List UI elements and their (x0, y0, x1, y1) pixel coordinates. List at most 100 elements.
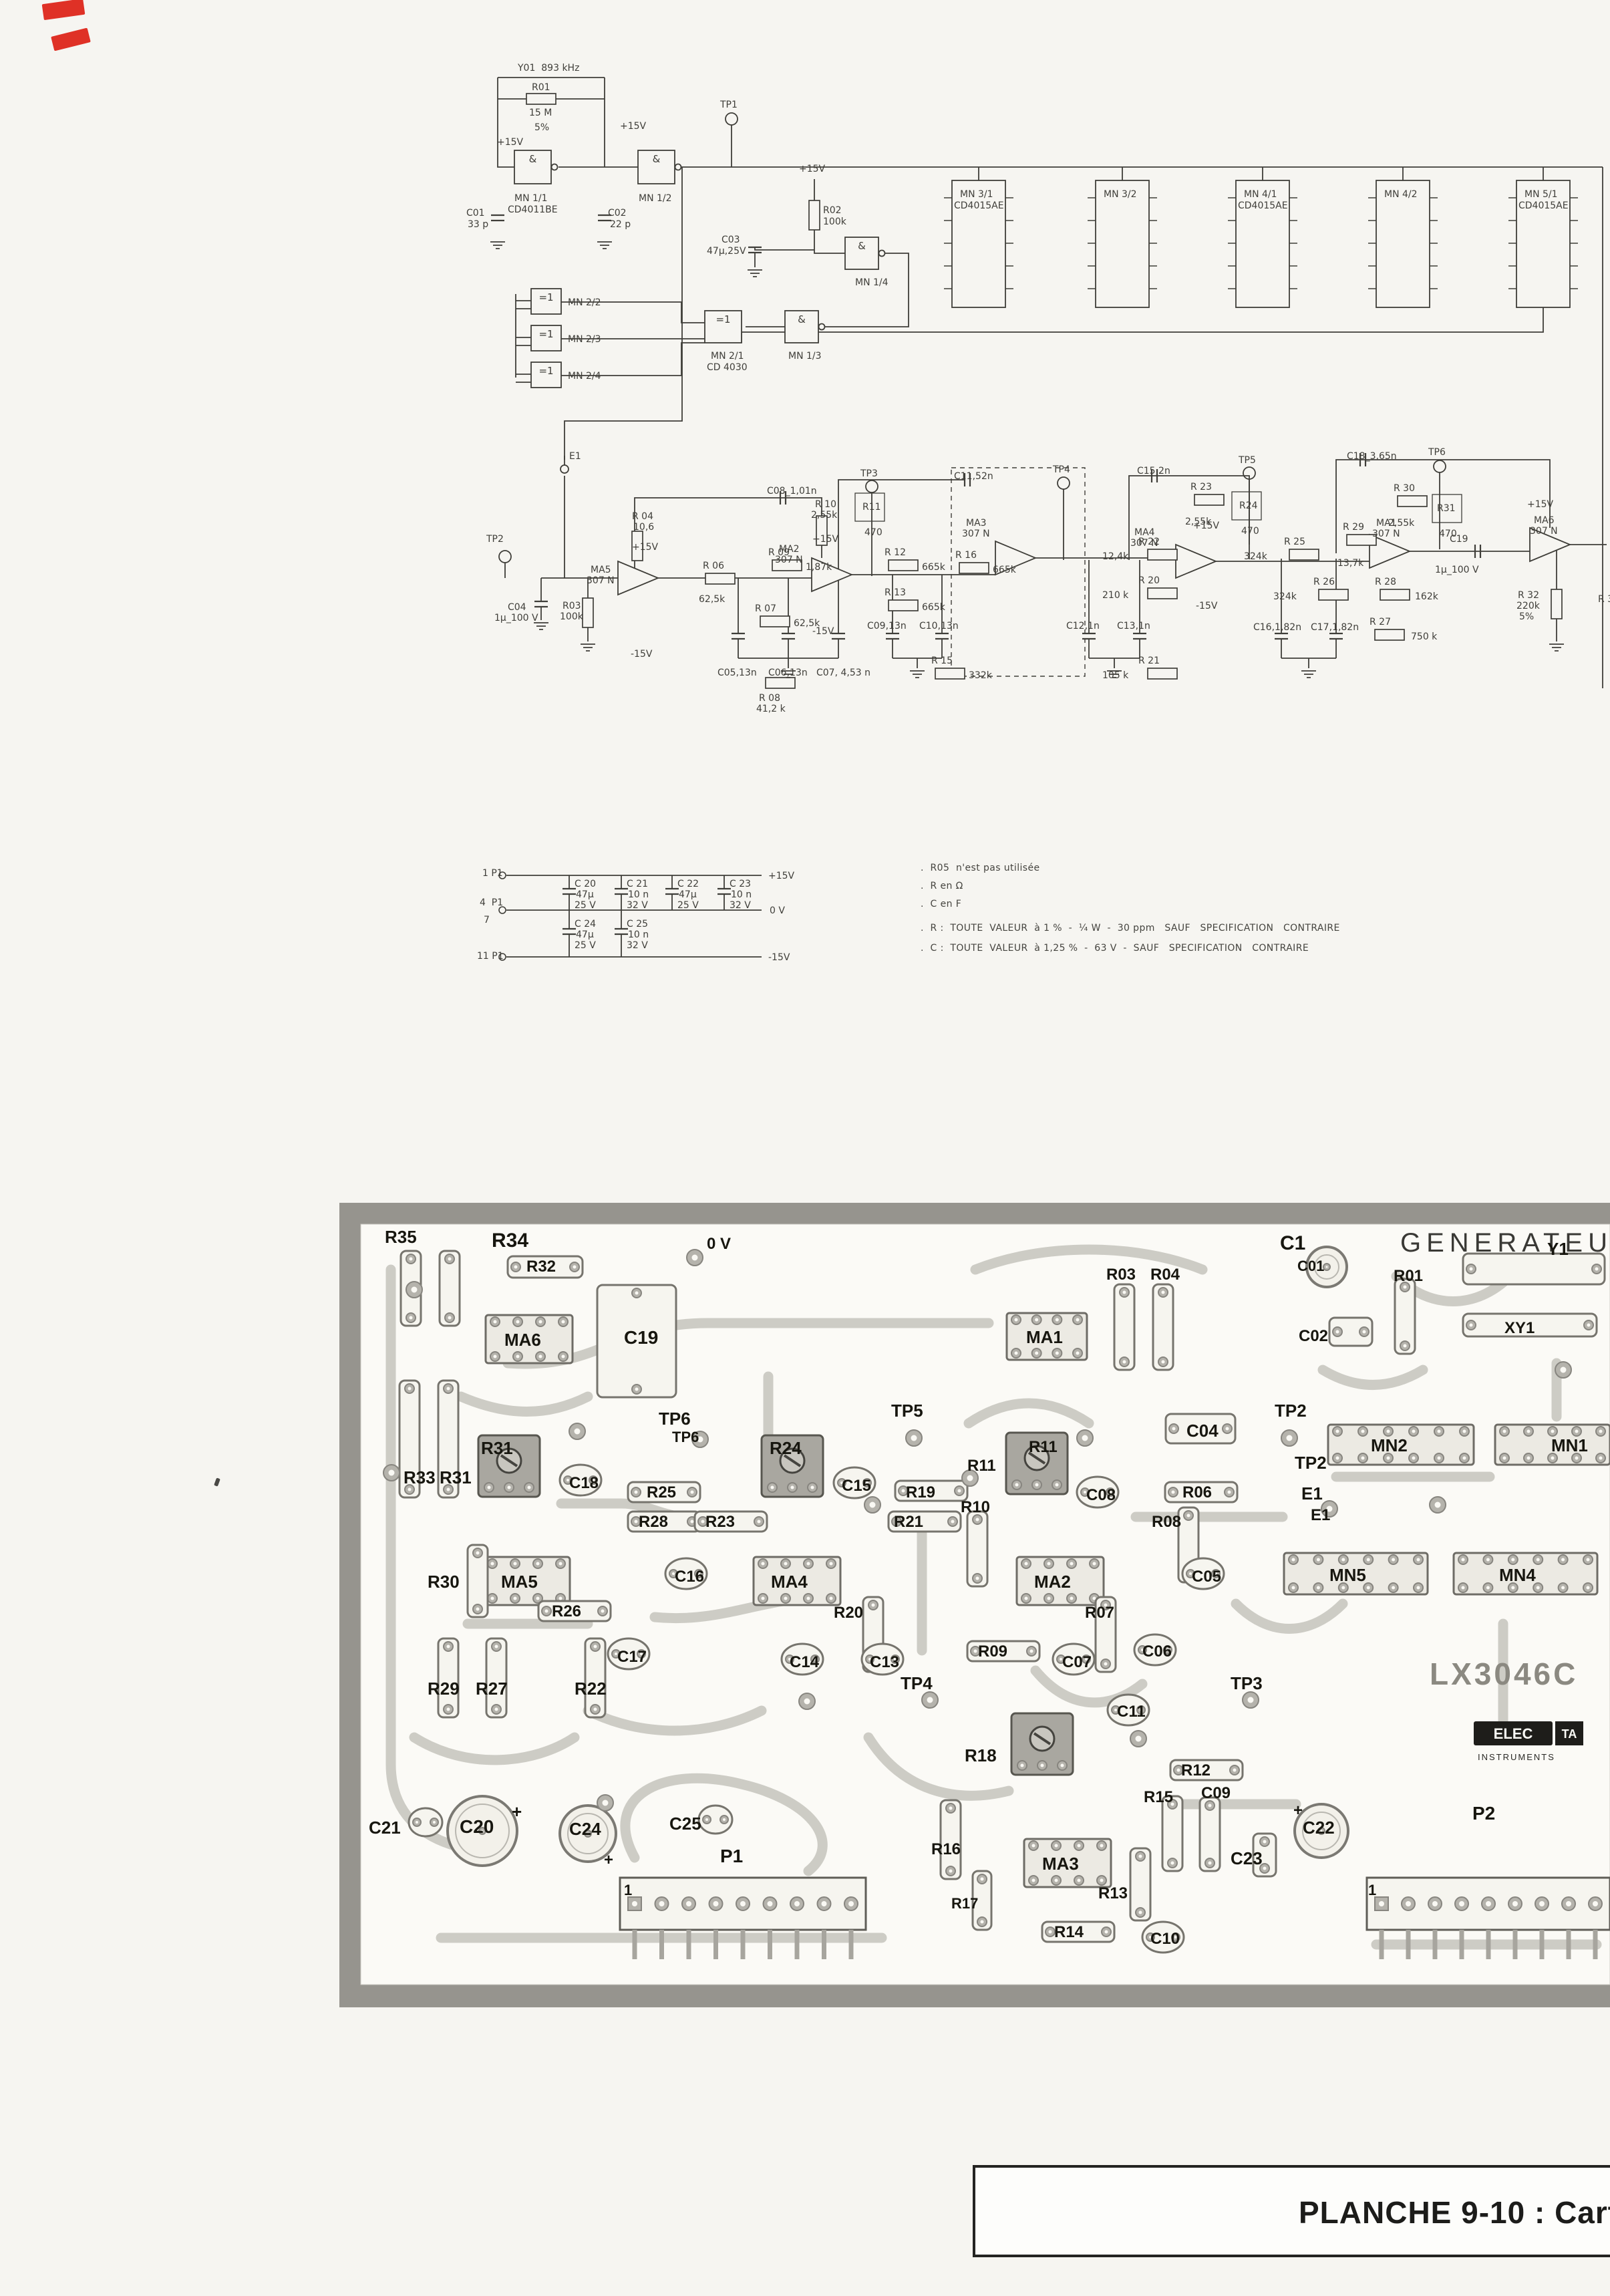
sch-label-2-55k: 2,55k (1185, 517, 1212, 527)
pcb-label-ma5: MA5 (501, 1572, 538, 1592)
sch-label-15v: +15V (497, 137, 524, 148)
pcb-label-r34: R34 (492, 1230, 529, 1252)
pcb-resistor (1462, 1252, 1606, 1286)
sch-label-25-v: 25 V (575, 900, 596, 911)
pcb-label-c19: C19 (624, 1327, 659, 1348)
sch-label-c-22: C 22 (677, 879, 699, 889)
note-c-en-f: . C en F (921, 899, 962, 909)
sch-label-105-k: 105 k (1102, 670, 1129, 681)
sch-label-mn-2-2: MN 2/2 (568, 297, 601, 308)
sch-label-307-n: 307 N (1372, 529, 1400, 539)
sch-label-10-n: 10 n (628, 889, 649, 900)
sch-label-r-26: R 26 (1313, 577, 1335, 587)
sch-label-cd4015ae: CD4015AE (954, 200, 1004, 211)
title-block: PLANCHE 9-10 : Cart (973, 2165, 1610, 2257)
pcb-label-r03: R03 (1106, 1266, 1136, 1284)
sch-label-c04: C04 (508, 602, 526, 613)
pcb-label-r08: R08 (1152, 1513, 1182, 1531)
sch-label-15v: -15V (768, 952, 790, 963)
sch-label-r-13: R 13 (884, 587, 906, 598)
pcb-resistor (398, 1379, 421, 1499)
sch-label-tp5: TP5 (1239, 455, 1256, 466)
sch-label-tp4: TP4 (1053, 464, 1070, 475)
pcb-label-ma6: MA6 (504, 1330, 541, 1350)
pcb-label-c11: C11 (1117, 1703, 1146, 1721)
pcb-label-r24: R24 (770, 1438, 802, 1458)
sch-label-tp1: TP1 (720, 100, 738, 110)
pcb-label-y1: Y1 (1547, 1239, 1569, 1259)
pcb-label-e1: E1 (1301, 1483, 1323, 1503)
pcb-resistor (627, 1481, 701, 1503)
sch-label-c-20: C 20 (575, 879, 597, 889)
pcb-label-r11: R11 (967, 1457, 996, 1475)
sch-label-r02: R02 (823, 205, 842, 216)
sch-label-r-30: R 30 (1394, 483, 1415, 494)
sch-label-25-v: 25 V (677, 900, 699, 911)
e1-connector-symbol (560, 464, 569, 474)
pcb-label-p1: P1 (720, 1846, 744, 1866)
sch-label-32-v: 32 V (627, 940, 648, 951)
pcb-resistor (1129, 1847, 1152, 1922)
sch-label-33-p: 33 p (468, 219, 489, 230)
pcb-label-xy1: XY1 (1504, 1319, 1535, 1337)
sch-label-665k: 665k (993, 565, 1016, 575)
pcb-label-r25: R25 (647, 1483, 677, 1501)
sch-label-220k: 220k (1516, 601, 1540, 611)
sch-label-r-20: R 20 (1138, 575, 1160, 586)
sch-label-mn-1-3: MN 1/3 (788, 351, 822, 362)
sch-label-10-n: 10 n (731, 889, 752, 900)
pcb-label-c14: C14 (790, 1653, 820, 1671)
pcb-resistor (506, 1255, 584, 1279)
sch-label-15v: -15V (631, 649, 653, 660)
svg-text:ELEC: ELEC (1494, 1725, 1533, 1742)
pcb-label-r10: R10 (961, 1498, 991, 1516)
pcb-resistor (1198, 1796, 1221, 1872)
sch-label-c10-13n: C10,13n (919, 621, 959, 631)
pcb-label-r30: R30 (428, 1572, 460, 1592)
sch-label-ma1: MA1 (1376, 518, 1397, 529)
pcb-label-r31: R31 (440, 1467, 472, 1487)
sch-label-r01: R01 (532, 82, 550, 93)
sch-label-25-v: 25 V (575, 940, 596, 951)
pcb-capacitor (1106, 1693, 1150, 1727)
pcb-label-r22: R22 (575, 1679, 607, 1699)
sch-label-470: 470 (864, 527, 882, 538)
sch-label-r24: R24 (1239, 500, 1258, 511)
sch-label-cd-4030: CD 4030 (707, 362, 748, 373)
pcb-label-r13: R13 (1098, 1884, 1128, 1902)
sch-label-10-n: 10 n (628, 929, 649, 940)
svg-text:&: & (653, 153, 661, 165)
pcb-label-c17: C17 (617, 1648, 647, 1666)
note-r-en: . R en Ω (921, 881, 963, 891)
pcb-resistor (971, 1870, 993, 1931)
pcb-dip (1494, 1423, 1610, 1466)
pcb-capacitor (664, 1557, 708, 1590)
pcb-resistor (1164, 1413, 1237, 1445)
pcb-label-r06: R06 (1182, 1483, 1213, 1501)
pcb-label-r21: R21 (894, 1513, 924, 1531)
pcb-capacitor (780, 1642, 824, 1676)
pcb-label-c16: C16 (675, 1568, 705, 1586)
pcb-label-tp5: TP5 (891, 1401, 923, 1421)
sch-label-r-04: R 04 (632, 511, 653, 522)
ground-symbols (490, 241, 1564, 678)
sch-label-ma2: MA2 (779, 544, 800, 555)
sch-label-7: 7 (484, 915, 490, 925)
pcb-resistor (485, 1637, 508, 1719)
sch-label-62-5k: 62,5k (794, 618, 820, 629)
sch-label-c18-3-65n: C18_3,65n (1347, 451, 1397, 462)
pcb-label-c01: C01 (1297, 1258, 1325, 1274)
sch-label-32-v: 32 V (730, 900, 751, 911)
sch-label-r-09: R 09 (768, 547, 790, 558)
sch-label-15v: -15V (1196, 601, 1218, 611)
pcb-resistor (966, 1510, 989, 1588)
sch-label-ma6: MA6 (1534, 515, 1555, 526)
pcb-dip (1023, 1838, 1112, 1888)
sch-label-c-21: C 21 (627, 879, 649, 889)
sch-label-r-22: R 22 (1138, 537, 1160, 547)
pcb-dip (1015, 1556, 1105, 1606)
pcb-label-c25: C25 (669, 1814, 701, 1834)
pcb-label-ma2: MA2 (1034, 1572, 1071, 1592)
pcb-capacitor (1133, 1633, 1177, 1667)
